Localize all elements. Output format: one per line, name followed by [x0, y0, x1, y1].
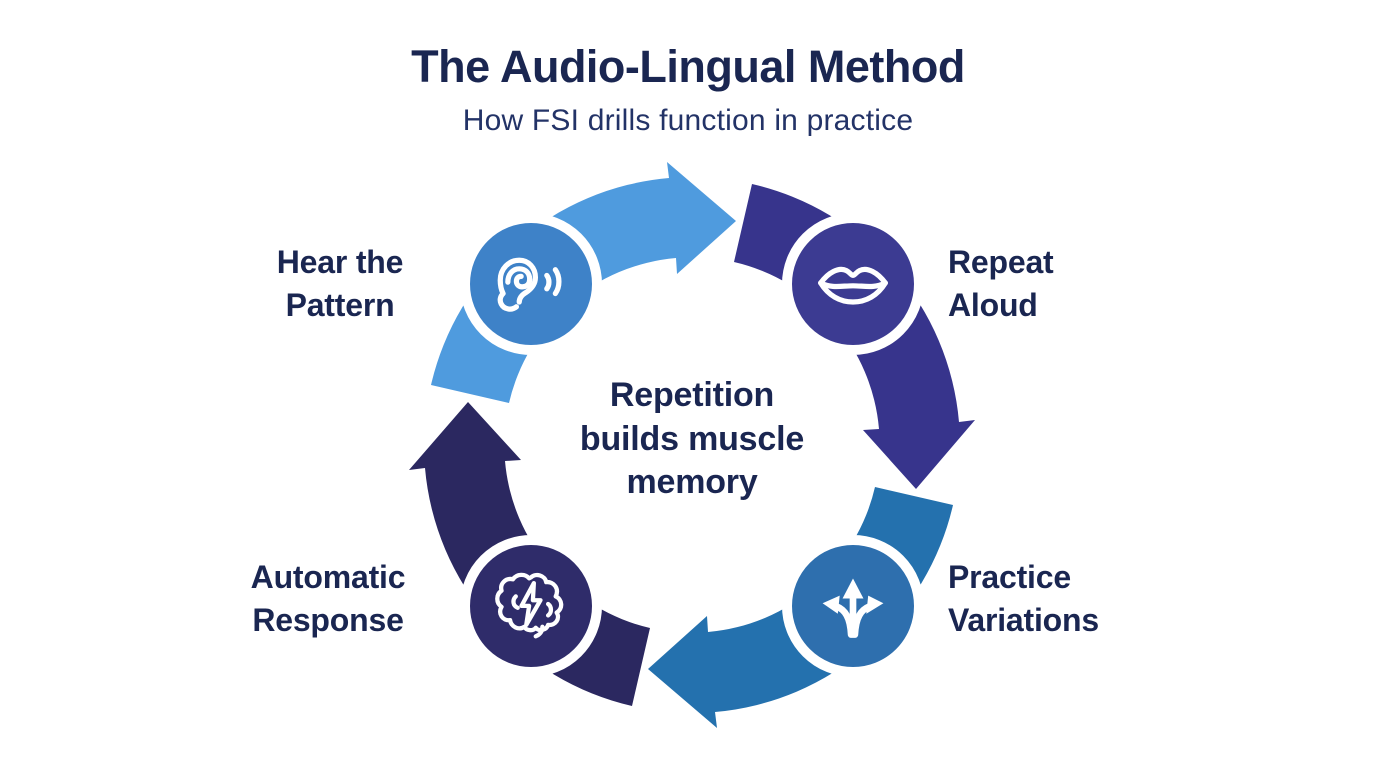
branching-arrows-icon [822, 578, 884, 638]
center-message-line: builds muscle [579, 419, 805, 458]
step-label-line: Pattern [285, 286, 395, 323]
step-label-line: Repeat [948, 244, 1054, 280]
center-message-line: Repetition [609, 376, 775, 414]
step-label-line: Automatic [250, 559, 406, 595]
center-message-line: memory [626, 463, 758, 502]
step-label-line: Practice [948, 559, 1071, 595]
step-label-line: Hear the [276, 244, 404, 280]
cycle-center-message: Repetition builds muscle memory [502, 374, 882, 505]
step-label-practice-variations: Practice Variations [948, 556, 1099, 642]
step-label-automatic-response: Automatic Response [203, 556, 453, 642]
step-label-line: Variations [948, 601, 1099, 638]
page-title: The Audio-Lingual Method [411, 41, 965, 92]
brain-lightning-icon [495, 572, 564, 639]
step-label-line: Response [252, 601, 404, 638]
step-label-hear-the-pattern: Hear the Pattern [225, 241, 455, 327]
step-label-line: Aloud [948, 286, 1038, 323]
step-label-repeat-aloud: Repeat Aloud [948, 241, 1054, 327]
ear-listening-icon [497, 257, 562, 312]
page-subtitle: How FSI drills function in practice [462, 103, 914, 137]
header: The Audio-Lingual Method How FSI drills … [0, 42, 1376, 138]
lips-speaking-icon [818, 266, 888, 305]
